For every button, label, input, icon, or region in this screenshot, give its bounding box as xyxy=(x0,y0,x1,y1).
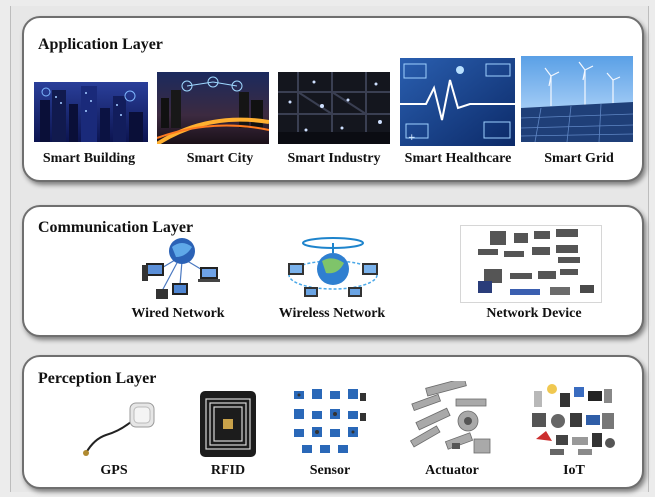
perception-layer-title: Perception Layer xyxy=(38,370,157,387)
smart-building-label: Smart Building xyxy=(42,151,136,166)
application-layer-title: Application Layer xyxy=(38,36,163,53)
smart-industry-photo xyxy=(278,72,390,144)
wired-network-icon xyxy=(142,235,222,303)
smart-healthcare-photo: + xyxy=(400,58,515,146)
application-layer-panel: Application Layer xyxy=(22,16,644,182)
smart-city-label: Smart City xyxy=(186,151,254,166)
smart-industry-label: Smart Industry xyxy=(287,151,381,166)
wireless-network-icon xyxy=(286,231,380,305)
network-device-icon xyxy=(460,225,602,303)
sensor-modules-icon xyxy=(292,385,368,457)
rfid-tag-icon xyxy=(200,391,256,457)
smart-grid-label: Smart Grid xyxy=(544,151,614,166)
iot-label: IoT xyxy=(563,463,585,478)
sensor-label: Sensor xyxy=(309,463,351,478)
smart-building-photo xyxy=(34,82,148,142)
network-device-label: Network Device xyxy=(486,306,582,321)
iot-devices-icon xyxy=(530,381,616,459)
svg-text:+: + xyxy=(408,133,416,143)
communication-layer-title: Communication Layer xyxy=(38,219,194,236)
rfid-label: RFID xyxy=(210,463,246,478)
perception-layer-panel: Perception Layer GPS RFID xyxy=(22,355,644,489)
communication-layer-panel: Communication Layer Wired Network xyxy=(22,205,644,337)
wireless-network-label: Wireless Network xyxy=(278,306,386,321)
smart-grid-photo xyxy=(521,56,633,142)
actuator-label: Actuator xyxy=(425,463,479,478)
smart-city-photo xyxy=(157,72,269,144)
smart-healthcare-label: Smart Healthcare xyxy=(404,151,512,166)
actuator-parts-icon xyxy=(406,381,494,459)
gps-label: GPS xyxy=(100,463,128,478)
gps-module-icon xyxy=(80,399,156,457)
wired-network-label: Wired Network xyxy=(131,306,225,321)
